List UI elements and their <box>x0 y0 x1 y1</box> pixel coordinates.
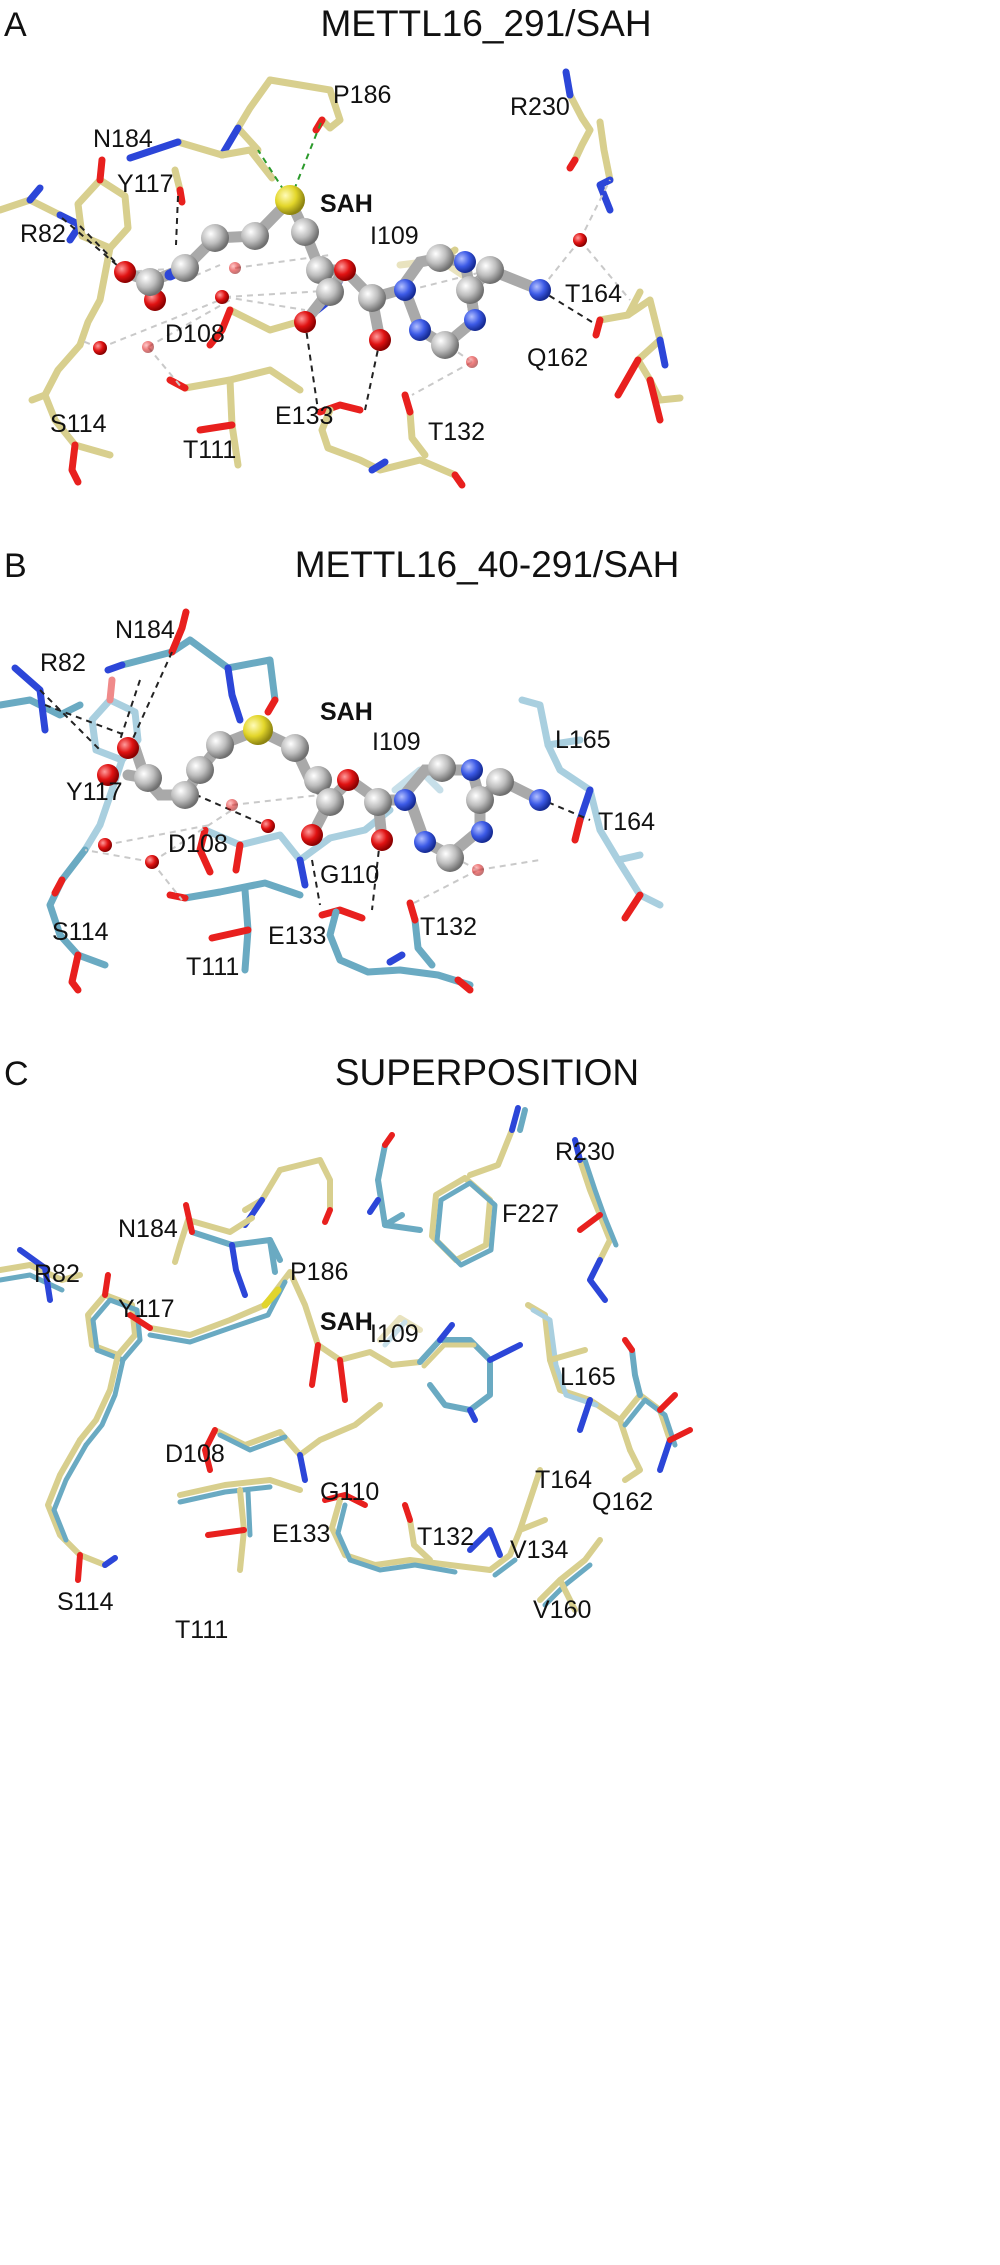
panel-title-b: METTL16_40-291/SAH <box>295 544 680 585</box>
label-e133-b: E133 <box>268 922 326 950</box>
panel-b: B METTL16_40-291/SAH <box>0 544 680 994</box>
label-n184-a: N184 <box>93 125 153 153</box>
label-d108-a: D108 <box>165 320 225 348</box>
panel-c: C SUPERPOSITION <box>0 1052 693 1644</box>
label-i109-b: I109 <box>372 728 421 756</box>
label-p186-c: P186 <box>290 1258 348 1286</box>
label-g110-c: G110 <box>320 1478 379 1506</box>
label-t111-a: T111 <box>183 436 236 464</box>
label-t132-c: T132 <box>417 1523 474 1551</box>
label-n184-c: N184 <box>118 1215 178 1243</box>
residue-sticks-a <box>0 68 684 489</box>
label-t132-a: T132 <box>428 418 485 446</box>
label-sah-b: SAH <box>320 698 373 726</box>
label-d108-b: D108 <box>168 830 228 858</box>
label-t111-c: T111 <box>175 1616 228 1644</box>
label-e133-a: E133 <box>275 402 333 430</box>
residue-labels-b: N184 R82 SAH I109 L165 Y117 T164 D108 G1… <box>40 616 655 981</box>
label-t164-b: T164 <box>598 808 655 836</box>
label-s114-c: S114 <box>57 1588 114 1616</box>
label-e133-c: E133 <box>272 1520 330 1548</box>
label-r82-a: R82 <box>20 220 66 248</box>
waters-b <box>98 799 484 876</box>
label-l165-c: L165 <box>560 1363 616 1391</box>
panel-title-c: SUPERPOSITION <box>335 1052 639 1093</box>
residue-labels-a: P186 N184 R230 Y117 R82 SAH I109 T164 D1… <box>20 81 622 464</box>
label-p186-a: P186 <box>333 81 391 109</box>
ligand-sah-a <box>114 185 551 359</box>
label-i109-c: I109 <box>370 1320 419 1348</box>
label-t111-b: T111 <box>186 953 239 981</box>
label-t164-c: T164 <box>535 1466 592 1494</box>
label-r82-b: R82 <box>40 649 86 677</box>
label-v134-c: V134 <box>510 1536 568 1564</box>
panel-letter-b: B <box>4 547 27 585</box>
label-sah-c: SAH <box>320 1308 373 1336</box>
label-r82-c: R82 <box>34 1260 80 1288</box>
panel-letter-a: A <box>4 6 27 44</box>
label-s114-a: S114 <box>50 410 107 438</box>
label-d108-c: D108 <box>165 1440 225 1468</box>
ligand-sah-b <box>97 715 551 872</box>
label-q162-c: Q162 <box>592 1488 653 1516</box>
residue-sticks-c <box>0 1105 693 1613</box>
panel-letter-c: C <box>4 1055 29 1093</box>
panel-title-a: METTL16_291/SAH <box>320 3 651 44</box>
label-i109-a: I109 <box>370 222 419 250</box>
label-sah-a: SAH <box>320 190 373 218</box>
label-n184-b: N184 <box>115 616 175 644</box>
label-y117-c: Y117 <box>118 1295 175 1323</box>
waters-a <box>93 233 587 368</box>
label-y117-a: Y117 <box>117 170 174 198</box>
label-v160-c: V160 <box>533 1596 591 1624</box>
label-r230-a: R230 <box>510 93 570 121</box>
label-t164-a: T164 <box>565 280 622 308</box>
label-s114-b: S114 <box>52 918 109 946</box>
label-y117-b: Y117 <box>66 778 123 806</box>
label-r230-c: R230 <box>555 1138 615 1166</box>
label-g110-b: G110 <box>320 861 379 889</box>
residue-labels-c: R230 F227 N184 P186 R82 Y117 SAH I109 L1… <box>34 1138 653 1644</box>
panel-a: A METTL16_291/SAH <box>0 3 684 489</box>
label-q162-a: Q162 <box>527 344 588 372</box>
label-f227-c: F227 <box>502 1200 559 1228</box>
label-t132-b: T132 <box>420 913 477 941</box>
label-l165-b: L165 <box>555 726 611 754</box>
